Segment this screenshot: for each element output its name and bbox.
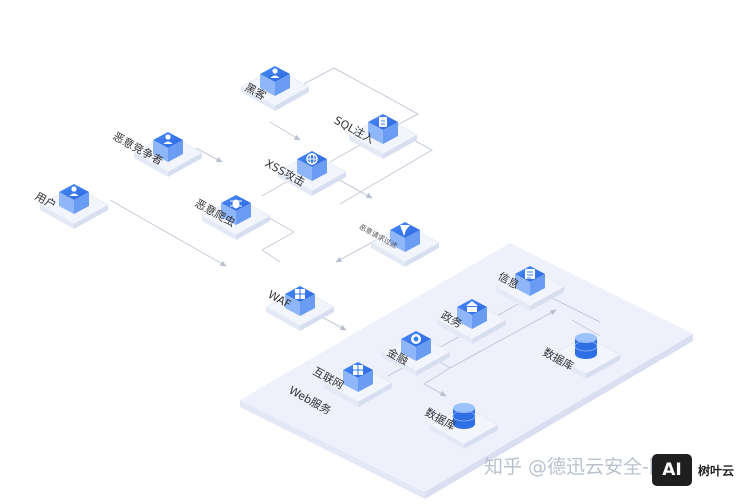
user-icon [163, 134, 173, 144]
node-info [495, 266, 565, 311]
node-user [39, 184, 109, 229]
user-icon [69, 186, 79, 196]
node-waf [265, 286, 335, 331]
grid-icon [295, 289, 305, 299]
node-internet [323, 362, 393, 407]
bug-icon [230, 199, 242, 209]
node-finance [381, 331, 451, 376]
line-to-db-bottom [423, 367, 451, 397]
web-service-platform [240, 243, 693, 499]
watermark-text: 知乎 @德迅云安全-网络 [484, 456, 687, 478]
coin-icon [411, 334, 421, 344]
brand-logo: AI [652, 454, 692, 486]
node-malicious-request [370, 222, 440, 267]
line-db-right [571, 319, 601, 337]
line-crawler-waf [261, 213, 296, 251]
node-gov [437, 299, 507, 344]
line-competitor-crawler [195, 147, 223, 163]
line-hacker-xss [269, 121, 301, 141]
node-db-bottom [429, 403, 499, 449]
line-hacker-sql [299, 67, 420, 133]
node-sql [348, 114, 418, 159]
node-layer [39, 66, 621, 449]
line-crawler-waf-b [261, 249, 281, 263]
node-db-right [551, 333, 621, 379]
grid-icon [353, 365, 363, 375]
line-sql-down [339, 137, 434, 205]
node-competitor [133, 132, 203, 177]
node-hacker [240, 66, 310, 111]
list-icon [525, 269, 535, 279]
building-icon [466, 301, 478, 312]
document-icon [379, 117, 387, 127]
node-crawler [201, 195, 271, 240]
globe-icon [306, 153, 318, 165]
flag-icon [400, 225, 410, 236]
brand-name: 树叶云 [698, 464, 735, 478]
node-xss [277, 151, 347, 196]
line-user-waf [109, 199, 227, 267]
user-icon [270, 68, 280, 78]
